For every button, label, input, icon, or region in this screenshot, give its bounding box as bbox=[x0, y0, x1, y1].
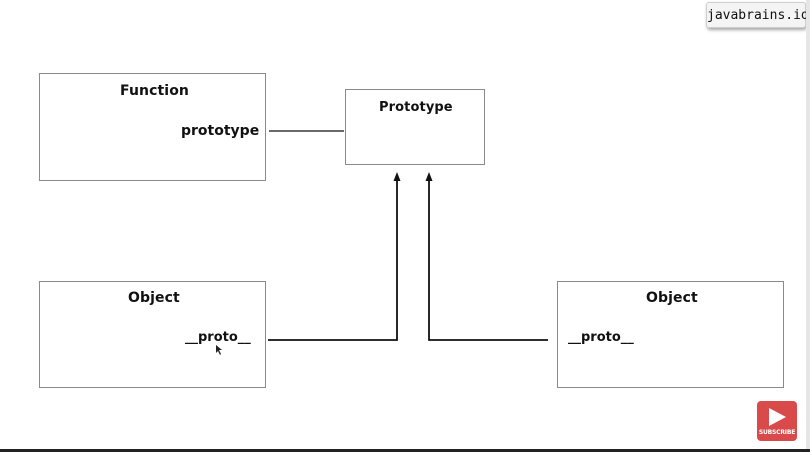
right-proto-arrow bbox=[428, 180, 548, 341]
function-prototype-field: prototype bbox=[181, 123, 260, 139]
play-icon bbox=[769, 408, 786, 426]
right-edge-bar bbox=[806, 0, 810, 452]
left-proto-arrow bbox=[268, 180, 398, 341]
object-box-left: Object __proto__ bbox=[39, 281, 266, 388]
object-right-title: Object bbox=[646, 290, 698, 306]
bottom-rule bbox=[0, 449, 810, 452]
object-right-proto-field: __proto__ bbox=[568, 330, 634, 345]
prototype-box: Prototype bbox=[345, 89, 485, 165]
object-box-right: Object __proto__ bbox=[557, 281, 784, 388]
javabrains-watermark: javabrains.io bbox=[706, 2, 809, 28]
right-arrowhead-icon bbox=[425, 172, 433, 181]
subscribe-button[interactable]: SUBSCRIBE bbox=[757, 401, 797, 441]
function-box: Function prototype bbox=[39, 73, 266, 181]
function-title: Function bbox=[120, 83, 189, 99]
subscribe-label: SUBSCRIBE bbox=[758, 429, 796, 436]
object-left-title: Object bbox=[128, 290, 180, 306]
prototype-title: Prototype bbox=[379, 100, 453, 115]
mouse-cursor-icon bbox=[216, 345, 222, 355]
object-left-proto-field: __proto__ bbox=[185, 330, 251, 345]
left-arrowhead-icon bbox=[393, 172, 401, 181]
